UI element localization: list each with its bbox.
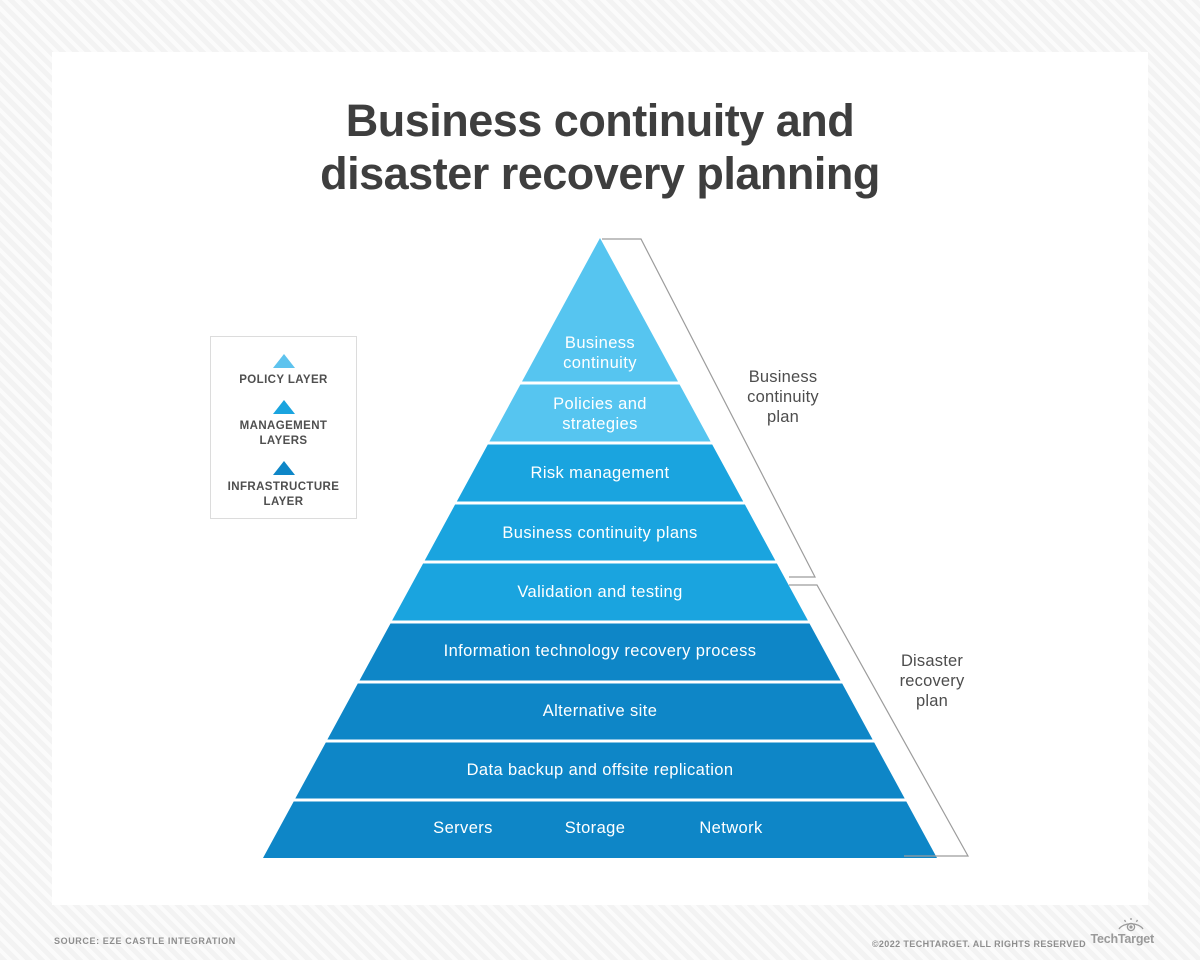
pyramid-layer-label-servers: Servers	[433, 819, 493, 837]
pyramid-layer-label: Business continuity plans	[502, 524, 698, 542]
pyramid-layer-label: Data backup and offsite replication	[466, 761, 734, 779]
page-title-line-1: Business continuity and	[345, 95, 855, 146]
source-credit: SOURCE: EZE CASTLE INTEGRATION	[54, 936, 236, 946]
triangle-up-icon	[272, 354, 295, 368]
pyramid-layer-2	[489, 384, 711, 442]
triangle-up-icon	[272, 461, 295, 475]
pyramid-layer-5	[392, 563, 808, 621]
legend-item-infrastructure-layer: INFRASTRUCTURE LAYER	[223, 461, 345, 522]
business-continuity-plan-label: Business continuity plan	[747, 368, 819, 426]
pyramid-layer-7	[327, 683, 873, 740]
page-title: Business continuity and disaster recover…	[0, 94, 1200, 200]
legend-label: MANAGEMENT LAYERS	[239, 420, 328, 447]
pyramid-layer-label: Alternative site	[542, 702, 658, 720]
techtarget-logo-text: TechTarget	[1090, 932, 1154, 946]
pyramid-layer-6	[359, 623, 841, 681]
legend-label: POLICY LAYER	[239, 374, 328, 386]
disaster-recovery-plan-label: Disaster recovery plan	[899, 652, 965, 710]
pyramid-layer-8	[295, 742, 905, 799]
copyright-text: ©2022 TECHTARGET. ALL RIGHTS RESERVED	[871, 939, 1086, 949]
pyramid-layer-label-storage: Storage	[564, 819, 626, 837]
legend-label: INFRASTRUCTURE LAYER	[227, 481, 340, 508]
pyramid-layer-label-network: Network	[699, 819, 763, 837]
eye-icon	[1118, 918, 1144, 932]
pyramid-layer-1	[522, 238, 678, 382]
pyramid-layer-9	[263, 801, 937, 858]
pyramid-layer-label: Policies and strategies	[553, 395, 647, 433]
pyramid-layer-label: Business continuity	[563, 334, 637, 372]
pyramid-layer-label: Risk management	[530, 464, 670, 482]
business-continuity-bracket-line	[602, 238, 816, 578]
pyramid-layer-label: Validation and testing	[517, 583, 683, 601]
pyramid-layer-3	[456, 444, 744, 502]
pyramid-layer-4	[424, 504, 776, 561]
techtarget-logo: TechTarget	[1090, 917, 1154, 946]
legend-box: POLICY LAYER MANAGEMENT LAYERS INFRASTRU…	[210, 336, 357, 519]
triangle-up-icon	[272, 400, 295, 414]
pyramid-layer-label: Information technology recovery process	[443, 642, 757, 660]
disaster-recovery-bracket-line	[789, 584, 970, 857]
page-title-line-2: disaster recovery planning	[320, 148, 880, 199]
legend-item-management-layers: MANAGEMENT LAYERS	[223, 400, 345, 461]
legend-item-policy-layer: POLICY LAYER	[223, 354, 345, 400]
